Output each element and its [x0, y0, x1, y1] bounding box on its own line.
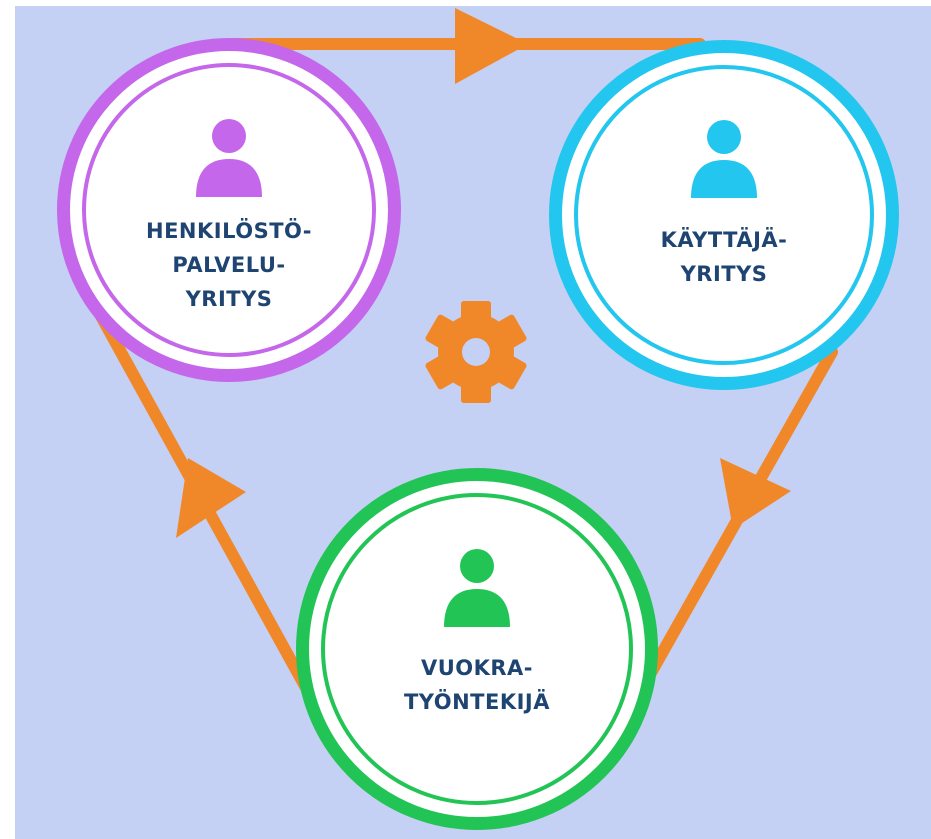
node-label: HENKILÖSTÖ- PALVELU- YRITYS [70, 214, 388, 316]
node-label: KÄYTTÄJÄ- YRITYS [562, 223, 886, 291]
node-label-line: PALVELU- [172, 253, 286, 277]
node-label-line: TYÖNTEKIJÄ [403, 690, 551, 714]
arrowhead-down-left-icon [720, 458, 791, 529]
node-label-line: YRITYS [185, 287, 273, 311]
node-kayttajayritys: KÄYTTÄJÄ- YRITYS [549, 40, 899, 390]
person-icon [691, 120, 757, 198]
gear-icon [425, 301, 527, 403]
arrow-kayttaja-to-vuokra [642, 346, 838, 684]
node-inner-ring [321, 493, 633, 805]
node-label-line: HENKILÖSTÖ- [146, 219, 312, 243]
node-henkilostopalveluyritys: HENKILÖSTÖ- PALVELU- YRITYS [57, 38, 401, 382]
arrowhead-right-icon [455, 8, 528, 84]
node-inner-ring [574, 65, 874, 365]
node-label-line: VUOKRA- [420, 656, 534, 680]
node-vuokratyontekija: VUOKRA- TYÖNTEKIJÄ [296, 468, 658, 830]
person-icon [196, 119, 262, 197]
node-inner-ring [82, 63, 376, 357]
person-icon [444, 549, 510, 627]
node-label-line: YRITYS [680, 262, 768, 286]
node-label-line: KÄYTTÄJÄ- [660, 228, 788, 252]
arrowhead-up-left-icon [176, 458, 246, 538]
arrow-vuokra-to-henkilosto [74, 272, 311, 692]
arrow-henkilosto-to-kayttaja [229, 8, 706, 84]
node-label: VUOKRA- TYÖNTEKIJÄ [309, 651, 645, 719]
